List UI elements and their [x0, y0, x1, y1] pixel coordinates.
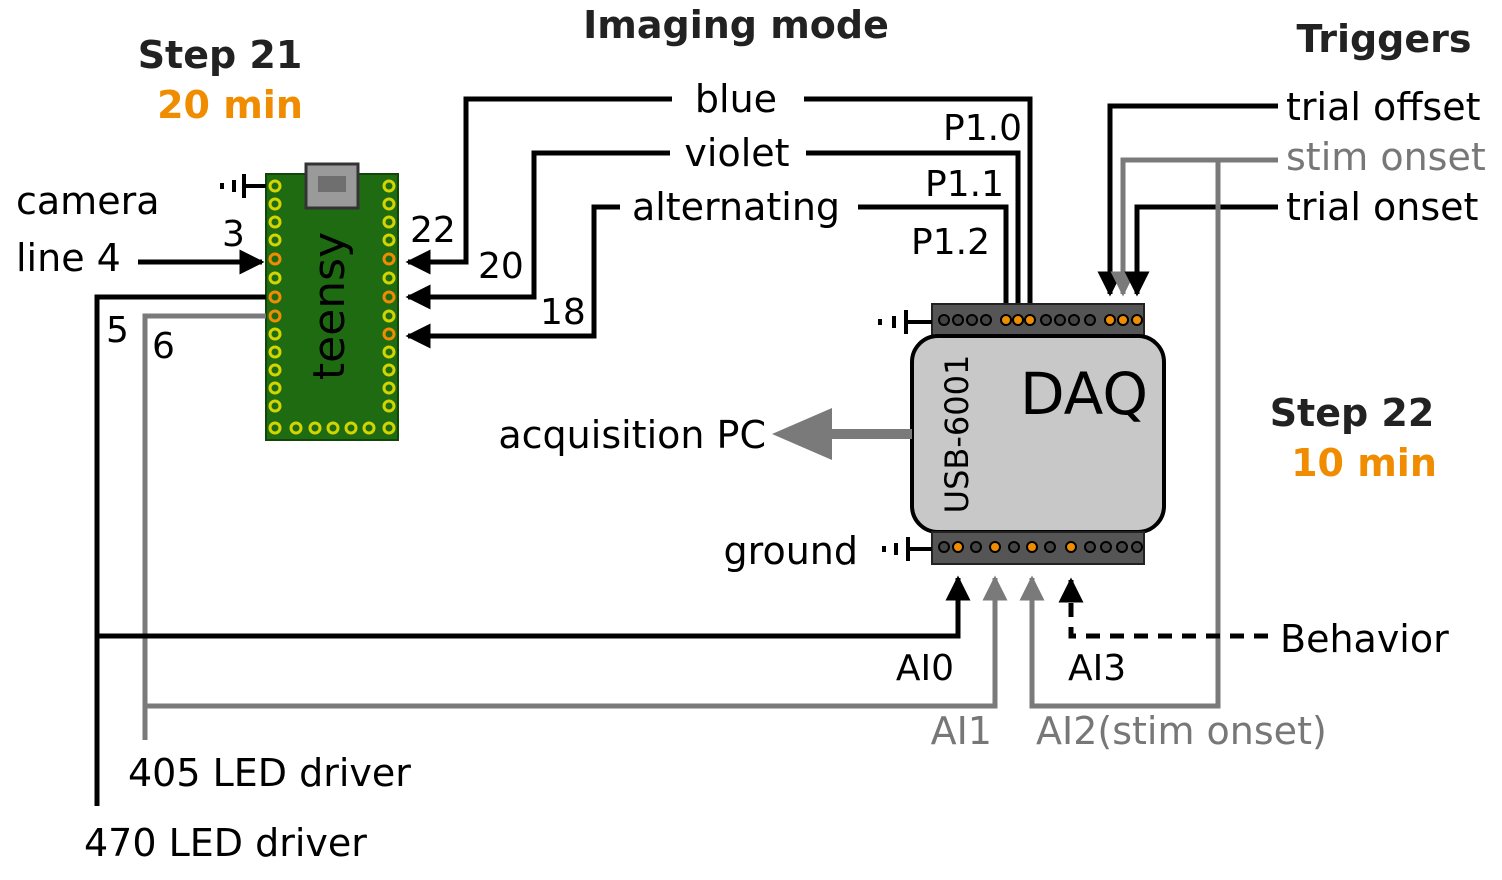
daq-title: DAQ	[1020, 360, 1148, 428]
blue-label: blue	[695, 77, 777, 121]
step21-duration: 20 min	[157, 83, 303, 127]
daq-bottom-screws	[938, 541, 1143, 553]
blue-wire-left	[405, 96, 672, 275]
teensy-bottom-pins	[289, 421, 376, 435]
step22-heading: Step 22	[1270, 391, 1435, 435]
acquisition-pc-label: acquisition PC	[498, 413, 766, 457]
alternating-wire-right	[858, 204, 1009, 304]
port-p11-label: P1.1	[925, 164, 1004, 205]
daq-model: USB-6001	[938, 355, 976, 514]
teensy-ground-icon	[220, 174, 266, 198]
daq-top-screws	[938, 314, 1143, 326]
step21-heading: Step 21	[138, 33, 303, 77]
led405-label: 405 LED driver	[128, 751, 411, 795]
alternating-label: alternating	[632, 185, 840, 229]
port-p10-label: P1.0	[943, 108, 1022, 149]
teensy-pin-6: 6	[152, 326, 175, 367]
blue-wire-right	[804, 96, 1033, 304]
camera-label: camera	[16, 179, 159, 223]
trial-offset-wire	[1097, 103, 1278, 297]
behavior-label: Behavior	[1280, 617, 1449, 661]
trial-onset-label: trial onset	[1286, 185, 1478, 229]
step22-duration: 10 min	[1291, 441, 1437, 485]
triggers-heading: Triggers	[1296, 17, 1471, 61]
teensy-label: teensy	[304, 232, 355, 380]
imaging-mode-heading: Imaging mode	[583, 3, 889, 47]
acquisition-pc-arrow	[772, 408, 912, 460]
ai3-label: AI3	[1068, 648, 1126, 689]
teensy-pin-20: 20	[478, 246, 524, 287]
ai0-label: AI0	[896, 648, 954, 689]
violet-wire-left	[405, 150, 670, 310]
trial-onset-wire	[1124, 204, 1278, 297]
teensy-pin-18: 18	[540, 292, 586, 333]
line4-label: line 4	[16, 236, 121, 280]
teensy-pin-3: 3	[222, 214, 245, 255]
led470-label: 470 LED driver	[84, 821, 367, 865]
teensy-board: teensy	[265, 162, 399, 441]
trial-offset-label: trial offset	[1286, 85, 1481, 129]
stim-onset-wire	[1110, 157, 1278, 297]
ai1-label: AI1	[931, 709, 992, 753]
violet-label: violet	[684, 131, 789, 175]
alternating-wire-left	[405, 204, 620, 349]
violet-wire-right	[806, 150, 1021, 304]
ai0-wire	[97, 575, 971, 639]
daq-device: DAQ USB-6001	[910, 303, 1166, 565]
stim-onset-to-ai2-wire	[1019, 160, 1221, 709]
stim-onset-label: stim onset	[1286, 135, 1486, 179]
ai2-label: AI2(stim onset)	[1036, 709, 1327, 753]
ground-label: ground	[724, 529, 858, 573]
teensy-pin-22: 22	[410, 210, 456, 251]
ai1-wire	[145, 575, 1008, 709]
teensy-right-pins	[382, 179, 396, 435]
teensy-left-pins	[268, 179, 282, 435]
led470-wire	[94, 294, 266, 806]
led405-wire	[142, 313, 266, 740]
behavior-wire	[1058, 577, 1268, 639]
port-p12-label: P1.2	[911, 222, 990, 263]
teensy-pin-5: 5	[106, 310, 129, 351]
daq-top-ground-icon	[878, 310, 932, 334]
daq-bottom-ground-icon	[882, 537, 932, 561]
